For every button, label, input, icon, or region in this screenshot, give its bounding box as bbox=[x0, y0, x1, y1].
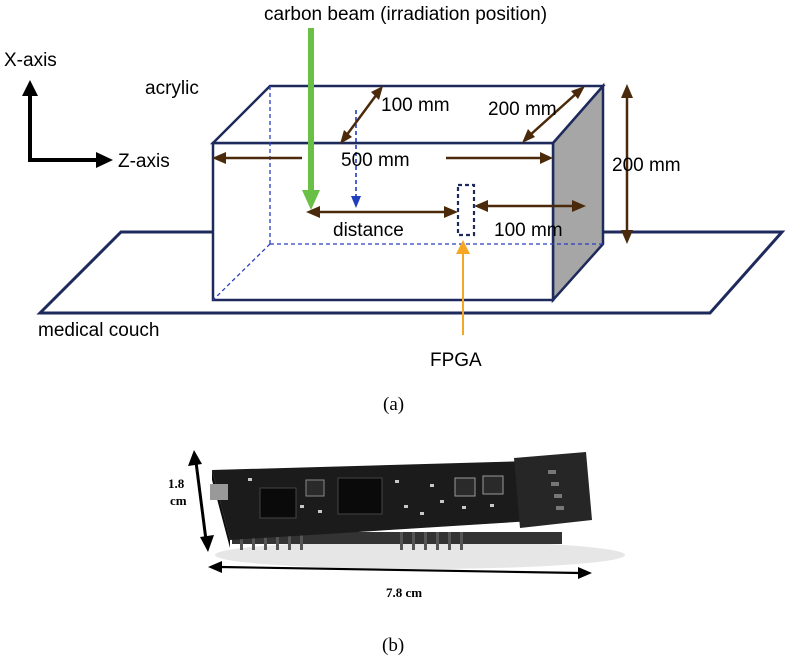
acrylic-label: acrylic bbox=[145, 78, 199, 99]
dimension-arrows bbox=[212, 84, 633, 244]
board-length-label: 7.8 cm bbox=[386, 585, 422, 600]
phantom-hidden-edges bbox=[212, 86, 603, 301]
depth-arrow bbox=[351, 110, 361, 208]
panel-a: X-axis Z-axis acrylic carbon beam (irrad… bbox=[4, 4, 786, 415]
offset-label: 100 mm bbox=[494, 220, 563, 241]
length-label: 500 mm bbox=[341, 150, 410, 171]
couch-label: medical couch bbox=[38, 320, 159, 341]
caption-b: (b) bbox=[382, 635, 404, 656]
board-shadow bbox=[215, 541, 625, 569]
fpga-arrow bbox=[456, 240, 470, 335]
panel-b: 1.8 cm 7.8 cm (b) bbox=[168, 450, 625, 656]
z-axis-label: Z-axis bbox=[118, 151, 170, 172]
fpga-marker bbox=[456, 183, 476, 237]
beam-label: carbon beam (irradiation position) bbox=[264, 4, 547, 25]
board-height-arrow bbox=[188, 450, 214, 552]
fpga-board-image bbox=[210, 452, 592, 550]
board-length-arrow bbox=[208, 561, 592, 579]
distance-label: distance bbox=[333, 220, 404, 241]
board-height-label-1: 1.8 bbox=[168, 476, 185, 491]
width-label: 200 mm bbox=[488, 99, 557, 120]
depth-label: 100 mm bbox=[381, 95, 450, 116]
x-axis-label: X-axis bbox=[4, 50, 57, 71]
height-label: 200 mm bbox=[612, 155, 681, 176]
caption-a: (a) bbox=[383, 394, 404, 415]
axes bbox=[22, 80, 113, 168]
fpga-label: FPGA bbox=[430, 350, 482, 371]
board-height-label-2: cm bbox=[170, 493, 187, 508]
carbon-beam-arrow bbox=[302, 28, 320, 210]
